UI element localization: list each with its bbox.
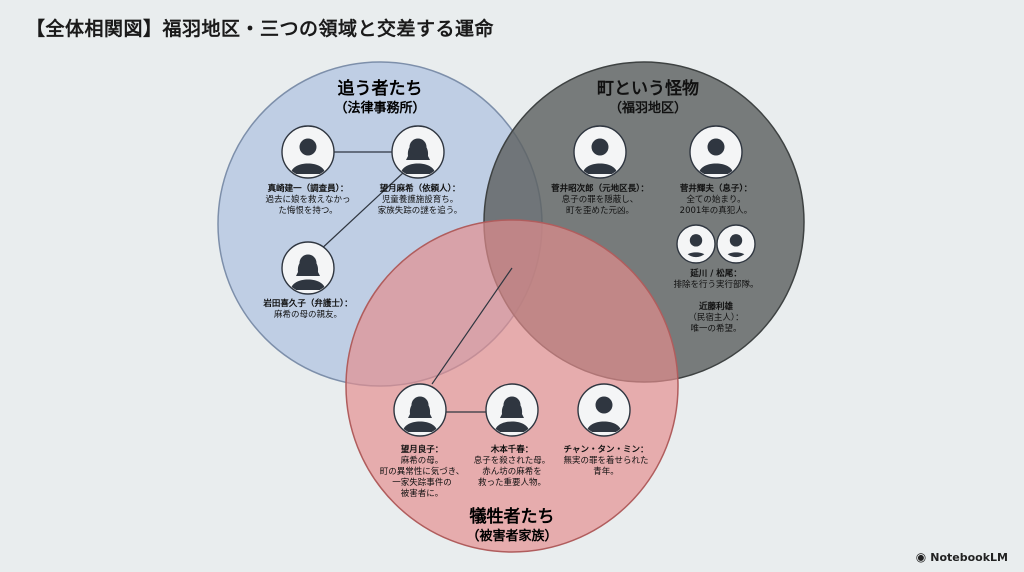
caption-line: 麻希の母の親友。: [274, 309, 342, 320]
caption-line: 真崎建一（調査員）：: [268, 183, 349, 194]
avatar-makabe-icon: [281, 125, 335, 179]
group-subtitle-victims: （被害者家族）: [466, 528, 557, 544]
caption-line: 赤ん坊の麻希を: [482, 466, 542, 477]
caption-line: 息子の罪を隠蔽し、: [562, 194, 639, 205]
caption-line: （民宿主人）：: [688, 312, 743, 323]
avatar-mochizuki-maki-icon: [391, 125, 445, 179]
caption-line: 2001年の真犯人。: [680, 205, 753, 216]
caption-line: 排除を行う実行部隊。: [673, 279, 758, 290]
caption-chan: チャン・タン・ミン：無実の罪を着せられた青年。: [563, 444, 648, 477]
caption-line: 息子を殺された母。: [474, 455, 551, 466]
avatar-sugai-teruo-icon: [689, 125, 743, 179]
avatar-nobekawa-icon: [676, 224, 716, 264]
caption-line: 被害者に。: [401, 488, 444, 499]
link-ryoko-center: [431, 267, 513, 385]
caption-line: 過去に娘を救えなかっ: [265, 194, 350, 205]
caption-mochizuki-maki: 望月麻希（依頼人）：児童養護施設育ち。家族失踪の謎を追う。: [378, 183, 463, 216]
caption-line: 無実の罪を着せられた: [563, 455, 648, 466]
caption-line: 町を歪めた元凶。: [566, 206, 634, 216]
group-title-pursuers: 追う者たち: [338, 78, 423, 99]
brand-name: NotebookLM: [930, 550, 1008, 564]
caption-line: 麻希の母。: [401, 455, 444, 466]
caption-line: た悔恨を持つ。: [278, 205, 337, 216]
avatar-chan-icon: [577, 383, 631, 437]
caption-sugai-teruo: 菅井輝夫（息子）：全ての始まり。2001年の真犯人。: [680, 183, 753, 216]
page-title: 【全体相関図】福羽地区・三つの領域と交差する運命: [26, 18, 495, 40]
caption-line: 菅井輝夫（息子）：: [680, 183, 752, 194]
caption-line: 家族失踪の謎を追う。: [378, 205, 463, 216]
caption-line: 一家失踪事件の: [392, 477, 452, 488]
brand: ◉ NotebookLM: [916, 550, 1008, 564]
caption-line: 望月良子：: [401, 444, 444, 455]
caption-line: 唯一の希望。: [690, 323, 741, 334]
link-maki-iwata: [317, 171, 405, 253]
group-subtitle-town: （福羽地区）: [609, 100, 687, 116]
caption-line: 菅井昭次郎（元地区長）：: [551, 183, 649, 194]
avatar-iwata-icon: [281, 241, 335, 295]
group-title-town: 町という怪物: [597, 78, 699, 99]
avatar-kimoto-icon: [485, 383, 539, 437]
caption-kimoto: 木本千春：息子を殺された母。赤ん坊の麻希を救った重要人物。: [474, 444, 551, 488]
caption-sugai-shojiro: 菅井昭次郎（元地区長）：息子の罪を隠蔽し、町を歪めた元凶。: [551, 183, 649, 216]
caption-mochizuki-ryoko: 望月良子：麻希の母。町の異常性に気づき、一家失踪事件の被害者に。: [380, 444, 464, 499]
caption-line: 延川 / 松尾：: [689, 268, 742, 279]
avatar-mochizuki-ryoko-icon: [393, 383, 447, 437]
avatar-matsuo-icon: [716, 224, 756, 264]
group-subtitle-pursuers: （法律事務所）: [334, 100, 425, 116]
caption-line: 近藤利雄: [699, 301, 734, 312]
group-title-victims: 犠牲者たち: [470, 506, 555, 527]
caption-line: チャン・タン・ミン：: [564, 444, 649, 455]
notebooklm-icon: ◉: [915, 550, 927, 564]
caption-line: 木本千春：: [490, 444, 534, 455]
caption-line: 町の異常性に気づき、: [380, 466, 464, 477]
caption-line: 望月麻希（依頼人）：: [380, 183, 461, 194]
caption-iwata: 岩田喜久子（弁護士）：麻希の母の親友。: [262, 298, 352, 320]
caption-line: 全ての始まり。: [686, 194, 745, 205]
avatar-sugai-shojiro-icon: [573, 125, 627, 179]
caption-nobekawa-matsuo: 延川 / 松尾：排除を行う実行部隊。: [673, 268, 758, 290]
caption-line: 岩田喜久子（弁護士）：: [262, 298, 352, 309]
caption-line: 青年。: [593, 466, 619, 477]
caption-kondo: 近藤利雄（民宿主人）：唯一の希望。: [688, 301, 743, 334]
caption-makabe: 真崎建一（調査員）：過去に娘を救えなかった悔恨を持つ。: [265, 183, 350, 216]
caption-line: 児童養護施設育ち。: [382, 194, 459, 205]
caption-line: 救った重要人物。: [478, 477, 546, 488]
